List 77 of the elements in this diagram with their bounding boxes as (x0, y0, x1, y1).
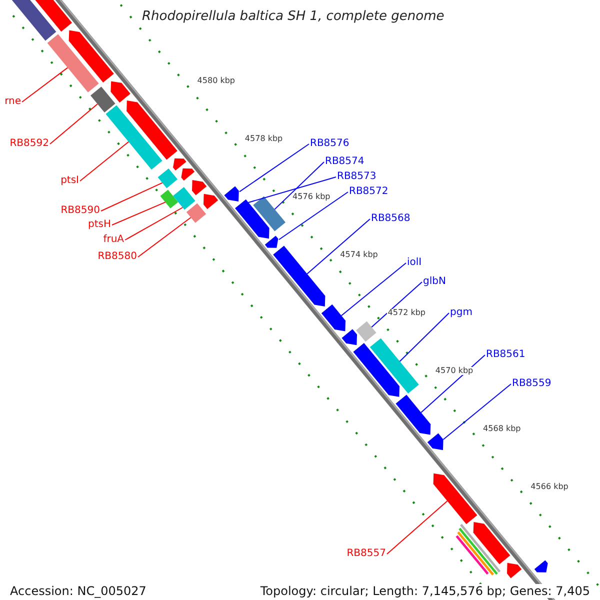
gene-segment (126, 100, 178, 160)
leader-line (274, 162, 324, 210)
gene-label: ptsI (60, 176, 79, 186)
scale-label: 4574 kbp (339, 250, 379, 259)
leader-line (138, 217, 192, 258)
leader-line (420, 354, 486, 413)
leader-line (248, 176, 336, 203)
gene-bar (158, 168, 178, 188)
scale-label: 4580 kbp (196, 77, 236, 86)
gene-segment (396, 394, 431, 435)
gene-bar (173, 187, 196, 210)
leader-line (386, 500, 448, 554)
gene-bar (47, 34, 99, 92)
leader-line (100, 182, 163, 212)
accession-text: Accession: NC_005027 (10, 584, 146, 598)
leader-line (278, 192, 348, 240)
leader-line (239, 144, 310, 192)
gene-segment (192, 180, 207, 196)
gene-segment (507, 562, 522, 578)
gene-bar (160, 190, 178, 208)
leader-line (22, 67, 68, 102)
gene-label: iolI (407, 258, 422, 268)
gene-label: RB8557 (346, 549, 386, 559)
gene-bar (370, 338, 419, 394)
gene-label: RB8576 (310, 139, 350, 149)
gene-label: rne (4, 97, 21, 107)
gene-bar (356, 321, 376, 342)
gene-segment (273, 246, 326, 306)
leader-line (340, 262, 406, 316)
gene-bar (253, 196, 286, 232)
gene-segment (224, 186, 239, 202)
gene-segment (204, 194, 218, 210)
title: Rhodopirellula baltica SH 1, complete genome (142, 10, 444, 23)
gene-segment (473, 522, 510, 564)
leader-line (124, 207, 184, 240)
gene-segment (321, 304, 346, 332)
leader-line (50, 104, 98, 144)
gene-bar (106, 105, 162, 170)
gene-segment (342, 329, 357, 346)
gene-segment (264, 236, 278, 248)
gene-label: RB8572 (349, 187, 388, 197)
gene-label: RB8592 (10, 139, 49, 149)
scale-label: 4568 kbp (482, 424, 522, 433)
gene-bar (456, 535, 489, 575)
leader-line (371, 282, 422, 328)
gene-segment (181, 168, 195, 181)
gene-bar (186, 203, 206, 223)
gene-label: glbN (423, 277, 446, 287)
gene-segment (68, 30, 114, 82)
scale-label: 4570 kbp (434, 366, 474, 375)
gene-segment (353, 343, 400, 397)
gene-label: RB8590 (60, 206, 100, 216)
scale-label: 4572 kbp (386, 308, 426, 317)
scale-label: 4578 kbp (244, 135, 284, 144)
genome-stats-text: Topology: circular; Length: 7,145,576 bp; Genes: 7,405 (260, 584, 590, 598)
leader-line (112, 202, 166, 226)
gene-label: RB8574 (325, 157, 364, 167)
leader-line (306, 218, 370, 274)
gene-segment (534, 560, 548, 572)
gene-bar (90, 86, 116, 112)
scale-label: 4576 kbp (292, 193, 332, 202)
scale-label: 4566 kbp (530, 482, 570, 491)
gene-segment (173, 158, 186, 170)
gene-label: RB8580 (98, 252, 137, 262)
gene-label: RB8559 (512, 379, 552, 389)
gene-label: fruA (103, 235, 124, 245)
gene-label: pgm (450, 308, 472, 318)
gene-label: RB8568 (371, 214, 410, 224)
gene-segment (235, 199, 270, 239)
gene-segment (433, 473, 478, 524)
leader-line (442, 384, 512, 440)
gene-label: ptsH (88, 220, 111, 230)
gene-label: RB8561 (486, 350, 526, 360)
leader-line (399, 312, 450, 362)
gene-segment (110, 81, 130, 103)
gene-label: RB8573 (337, 172, 376, 182)
gene-segment (427, 433, 444, 450)
